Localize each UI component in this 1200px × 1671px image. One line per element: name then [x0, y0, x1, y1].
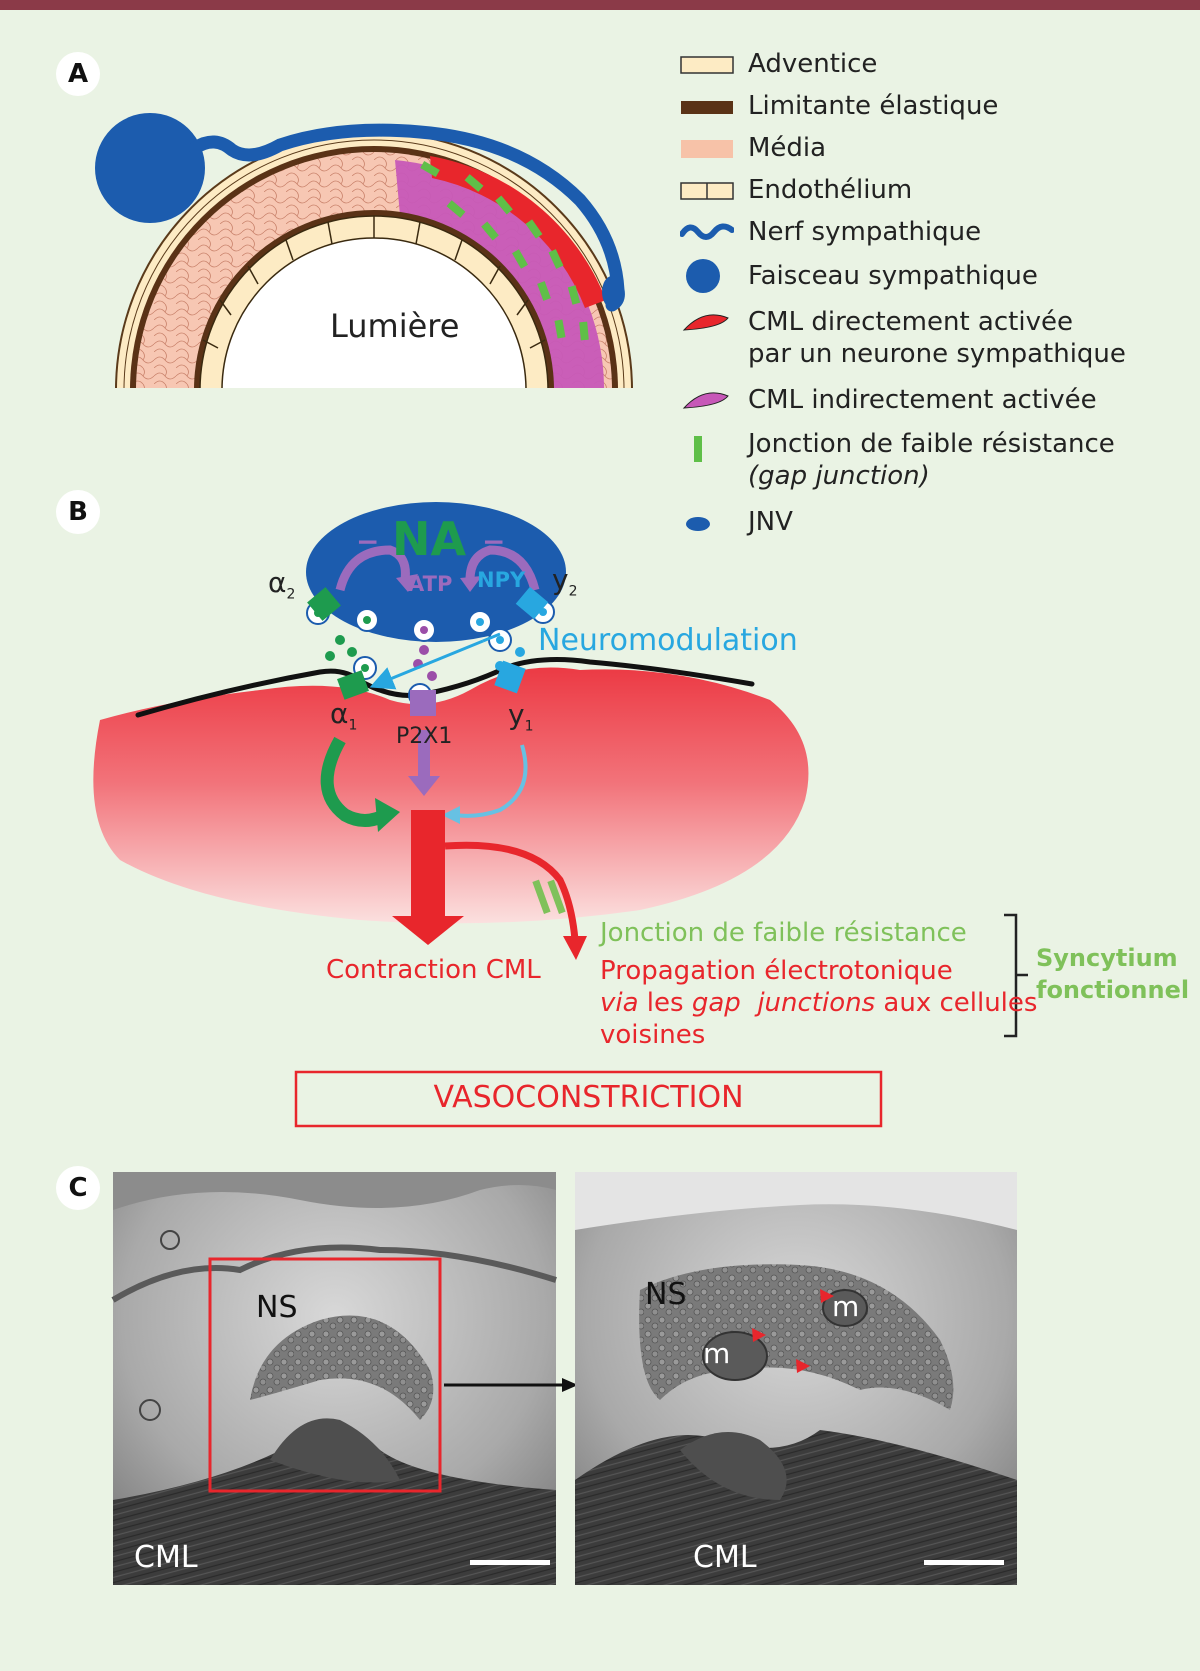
sympathetic-bundle [95, 113, 205, 223]
propagation-line2: via les gap junctions aux cellules [600, 988, 1037, 1018]
nerve-wave-icon [680, 223, 734, 240]
y-symbol: y [508, 698, 525, 731]
subscript: 1 [524, 718, 534, 735]
minus-right: − [482, 525, 506, 558]
lumen-label: Lumière [330, 307, 460, 345]
alpha1-signal-arrow [320, 736, 389, 827]
neuromodulation-label: Neuromodulation [538, 623, 798, 658]
endothelium-cells [202, 216, 546, 349]
panel-label-b: B [56, 490, 100, 534]
alpha-symbol: α [268, 566, 287, 599]
ns-label-right: NS [645, 1277, 687, 1312]
mechanism-diagram [93, 502, 1028, 1128]
syncytium-line2: fonctionnel [1036, 976, 1190, 1004]
jnv-dot-icon [686, 517, 710, 531]
neuromodulation-arrow [369, 639, 484, 690]
endothelium-swatch [680, 182, 734, 200]
p2x1-receptor [410, 690, 436, 716]
alpha2-receptor [307, 587, 341, 621]
cml-label-left: CML [134, 1540, 198, 1575]
micrograph-right [575, 1172, 1017, 1585]
via-italic: via [600, 988, 639, 1018]
cml-label-right: CML [693, 1540, 757, 1575]
subscript: 2 [286, 586, 296, 603]
gap-junctions-italic: gap junctions [691, 988, 876, 1018]
legend-label: CML indirectement activée [748, 385, 1097, 415]
alpha1-label: α1 [330, 697, 357, 734]
y1-label: y1 [508, 698, 534, 735]
y2-receptor [515, 586, 549, 620]
zoom-box [208, 1257, 442, 1493]
alpha2-label: α2 [268, 566, 295, 603]
legend-label: Nerf sympathique [748, 217, 982, 247]
legend-label: Adventice [748, 49, 878, 79]
mitochondria-label-1: m [703, 1337, 731, 1370]
y-symbol: y [552, 563, 569, 596]
alpha1-receptor [337, 670, 369, 700]
vasoconstriction-label: VASOCONSTRICTION [433, 1080, 744, 1115]
propagation-line3: voisines [600, 1020, 706, 1050]
atp-label: ATP [408, 572, 453, 596]
rest-text: aux cellules [875, 988, 1038, 1018]
subscript: 1 [348, 717, 358, 734]
purple-cell-icon [682, 392, 729, 409]
npy-label: NPY [477, 568, 526, 592]
y1-signal-arrow [454, 744, 528, 818]
bundle-circle-icon [686, 259, 720, 293]
micrograph-left [111, 1172, 557, 1585]
smooth-muscle-cell [93, 667, 809, 924]
gap-junctions-a [420, 161, 589, 341]
mitochondria-label-2: m [832, 1290, 860, 1323]
alpha-symbol: α [330, 697, 349, 730]
p2x1-label: P2X1 [396, 724, 453, 749]
na-label: NA [392, 512, 467, 566]
propagation-arrow [444, 841, 579, 941]
panel-label-c: C [56, 1166, 100, 1210]
legend-label: Média [748, 133, 827, 163]
panel-label-a: A [56, 52, 100, 96]
minus-left: − [356, 525, 380, 558]
contraction-arrow-shaft [411, 810, 445, 918]
contraction-label: Contraction CML [326, 955, 541, 985]
legend-label: Endothélium [748, 175, 913, 205]
legend-label: CML directement activée [748, 307, 1073, 337]
varicosity [306, 502, 566, 642]
limitante-swatch [681, 101, 733, 114]
ns-label-left: NS [256, 1290, 298, 1325]
syncytium-brace [1004, 913, 1028, 1038]
subscript: 2 [568, 583, 578, 600]
syncytium-line1: Syncytium [1036, 944, 1178, 972]
vasoconstriction-box [294, 1070, 883, 1128]
y1-receptor [494, 660, 526, 694]
legend-label: JNV [748, 507, 793, 537]
media-swatch [681, 140, 733, 158]
propagation-line1: Propagation électrotonique [600, 956, 953, 986]
legend-label-line2: (gap junction) [748, 461, 930, 491]
top-border [0, 0, 1200, 10]
junction-label: Jonction de faible résistance [600, 918, 967, 948]
legend-label-line2: par un neurone sympathique [748, 339, 1126, 369]
red-cell-icon [682, 314, 729, 331]
les-text: les [638, 988, 692, 1018]
gap-junction-icon [694, 436, 702, 462]
red-arrowheads [752, 1289, 834, 1373]
adventice-swatch [680, 56, 734, 74]
legend-label: Faisceau sympathique [748, 261, 1038, 291]
legend-label: Limitante élastique [748, 91, 999, 121]
vessel-cross-section [95, 113, 633, 388]
legend-label: Jonction de faible résistance [748, 429, 1115, 459]
y2-label: y2 [552, 563, 578, 600]
